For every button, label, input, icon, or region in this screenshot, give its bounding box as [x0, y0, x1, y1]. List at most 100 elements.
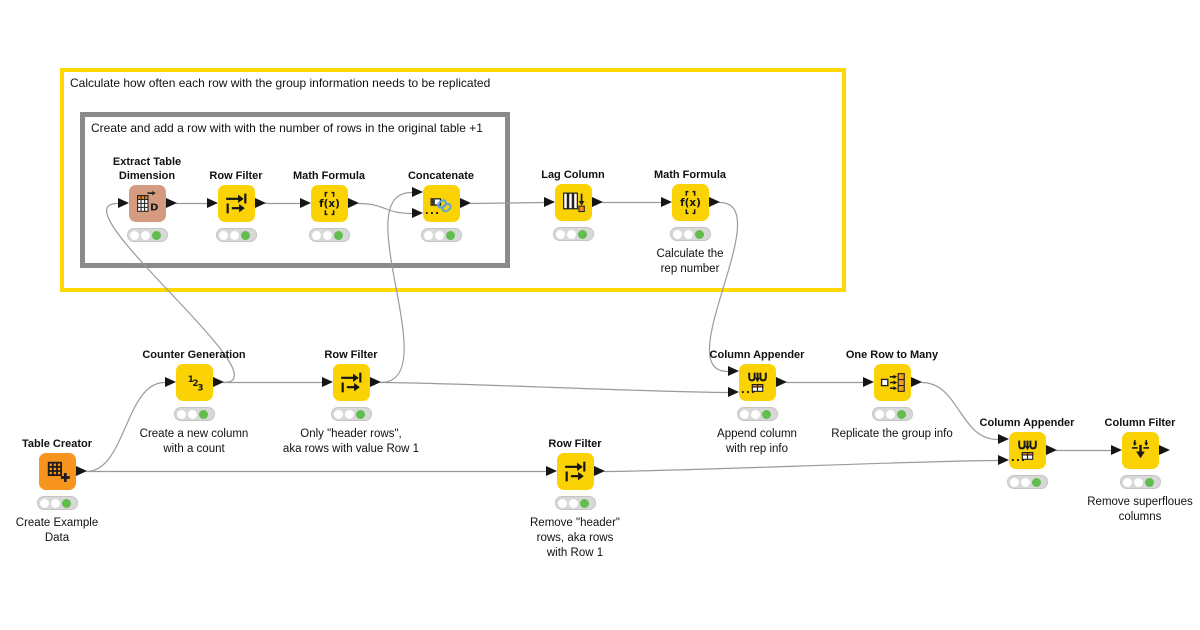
status-light-green [333, 230, 343, 240]
status-light [1133, 477, 1143, 487]
output-port[interactable] [165, 198, 177, 208]
input-port[interactable] [727, 366, 739, 376]
workflow-annotation-outer[interactable]: Calculate how often each row with the gr… [60, 68, 846, 292]
traffic-light-status [215, 228, 257, 242]
input-port[interactable] [299, 198, 311, 208]
status-light [874, 409, 884, 419]
node-label: Math Formula [292, 169, 366, 182]
output-port[interactable] [1158, 445, 1170, 455]
node-annotation: Append column with rep info [717, 428, 797, 455]
svg-text:3: 3 [197, 383, 203, 393]
output-port[interactable] [775, 377, 787, 387]
status-light [322, 230, 332, 240]
input-port[interactable] [660, 197, 672, 207]
input-port[interactable] [545, 466, 557, 476]
node-label: Concatenate [407, 169, 475, 182]
counter-generation-icon: 123 [187, 375, 203, 393]
input-port[interactable] [411, 187, 423, 197]
output-port[interactable] [591, 197, 603, 207]
status-light-green [1144, 477, 1154, 487]
input-port[interactable] [997, 455, 1009, 465]
input-port[interactable] [206, 198, 218, 208]
math-formula-2-node-body[interactable]: f(x) [671, 184, 709, 221]
column-appender-2-node-body[interactable] [1008, 432, 1046, 469]
output-port[interactable] [75, 466, 87, 476]
column-filter-node-body[interactable] [1121, 432, 1159, 469]
input-port[interactable] [117, 198, 129, 208]
traffic-light-status [126, 228, 168, 242]
input-port[interactable] [164, 377, 176, 387]
table-creator-icon [47, 461, 70, 482]
status-light [434, 230, 444, 240]
connection-table-creator-counter-generation[interactable] [85, 381, 166, 473]
node-label: Extract Table Dimension [112, 156, 182, 182]
input-port[interactable] [411, 208, 423, 218]
extract-table-dimension-icon: D [136, 191, 158, 213]
status-light [683, 229, 693, 239]
connection-row-filter-3-column-appender-2[interactable] [603, 459, 999, 473]
connection-counter-generation-extract-table-dimension[interactable] [106, 202, 235, 384]
svg-text:f(x): f(x) [319, 198, 340, 210]
status-light [423, 230, 433, 240]
traffic-light-status [552, 227, 594, 241]
status-light [129, 230, 139, 240]
status-light-green [445, 230, 455, 240]
output-port[interactable] [593, 466, 605, 476]
node-annotation: Remove superfloues columns [1087, 496, 1193, 523]
row-filter-2-node-body[interactable] [332, 364, 370, 401]
row-filter-icon [564, 461, 585, 482]
table-creator-node-body[interactable] [38, 453, 76, 490]
output-port[interactable] [708, 197, 720, 207]
extract-table-dimension-node-body[interactable]: D [128, 185, 166, 222]
node-label: Column Appender [979, 416, 1075, 429]
traffic-light-status [330, 407, 372, 421]
traffic-light-status [669, 227, 711, 241]
status-light [555, 229, 565, 239]
input-port[interactable] [862, 377, 874, 387]
output-port[interactable] [254, 198, 266, 208]
input-port[interactable] [1110, 445, 1122, 455]
input-port[interactable] [543, 197, 555, 207]
status-light [568, 498, 578, 508]
input-port[interactable] [997, 434, 1009, 444]
status-light [885, 409, 895, 419]
math-formula-1-node-body[interactable]: f(x) [310, 185, 348, 222]
output-port[interactable] [459, 198, 471, 208]
connection-concatenate-lag-column[interactable] [469, 201, 545, 205]
node-label: Row Filter [209, 169, 263, 182]
status-light [311, 230, 321, 240]
svg-text:2: 2 [192, 379, 198, 389]
concatenate-node-body[interactable] [422, 185, 460, 222]
status-light-green [61, 498, 71, 508]
lag-column-node-body[interactable] [554, 184, 592, 221]
input-port[interactable] [727, 387, 739, 397]
node-label: Column Filter [1104, 416, 1176, 429]
node-label: Column Appender [709, 348, 805, 361]
output-port[interactable] [347, 198, 359, 208]
connection-math-formula-2-column-appender-1[interactable] [708, 201, 739, 373]
row-filter-1-node-body[interactable] [217, 185, 255, 222]
output-port[interactable] [212, 377, 224, 387]
output-port[interactable] [369, 377, 381, 387]
workflow-annotation-inner[interactable]: Create and add a row with with the numbe… [80, 112, 510, 268]
output-port[interactable] [1045, 445, 1057, 455]
traffic-light-status [736, 407, 778, 421]
connection-row-filter-2-concatenate[interactable] [379, 191, 413, 384]
status-light [176, 409, 186, 419]
input-port[interactable] [321, 377, 333, 387]
status-light [140, 230, 150, 240]
node-annotation: Remove "header" rows, aka rows with Row … [530, 517, 620, 559]
column-appender-icon [747, 372, 767, 392]
connection-math-formula-1-concatenate[interactable] [357, 202, 413, 215]
connection-one-row-to-many-column-appender-2[interactable] [920, 381, 999, 441]
row-filter-3-node-body[interactable] [556, 453, 594, 490]
one-row-to-many-node-body[interactable] [873, 364, 911, 401]
output-port[interactable] [910, 377, 922, 387]
status-light-green [1031, 477, 1041, 487]
node-label: Row Filter [548, 437, 602, 450]
column-appender-1-node-body[interactable] [738, 364, 776, 401]
lag-column-icon [562, 192, 585, 213]
connection-row-filter-2-column-appender-1[interactable] [379, 381, 729, 394]
node-label: Table Creator [21, 437, 93, 450]
